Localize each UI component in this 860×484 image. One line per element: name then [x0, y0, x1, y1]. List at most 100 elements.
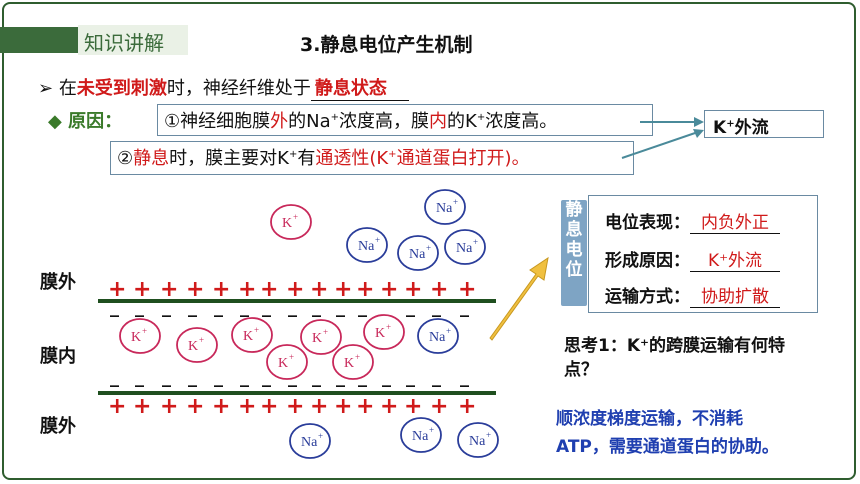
- membrane-bottom: [98, 391, 496, 395]
- na-ion: Na+: [444, 229, 486, 265]
- minus-charge: _: [162, 367, 171, 388]
- svg-text:+: +: [289, 352, 294, 362]
- svg-text:K: K: [278, 356, 288, 371]
- plus-charge: +: [380, 277, 398, 302]
- minus-charge: _: [312, 297, 321, 318]
- r2-e: 有: [297, 148, 316, 169]
- k-ion: K+: [176, 327, 218, 363]
- plus-charge: +: [238, 277, 256, 302]
- panel-label: 电位表现：: [605, 213, 690, 233]
- k-ion: K+: [119, 318, 161, 354]
- minus-charge: _: [188, 367, 197, 388]
- minus-charge: _: [240, 367, 249, 388]
- r2-i: 通道蛋白打开)。: [396, 148, 530, 169]
- minus-charge: _: [135, 297, 144, 318]
- k-ion: K+: [270, 204, 312, 240]
- svg-text:+: +: [386, 322, 391, 332]
- minus-charge: _: [240, 297, 249, 318]
- membrane-top: [98, 299, 496, 303]
- plus-charge: +: [430, 277, 448, 302]
- r1-f: 内: [429, 111, 448, 132]
- resting-potential-sidebar: 静 息 电 位: [561, 200, 587, 306]
- k-efflux-box: K+外流: [704, 110, 824, 138]
- svg-text:+: +: [293, 212, 298, 222]
- r2-f: 通透性: [315, 148, 370, 169]
- yellow-arrow-icon: [489, 256, 549, 341]
- answer-line-1: 顺浓度梯度运输，不消耗: [556, 409, 743, 429]
- minus-charge: _: [288, 297, 297, 318]
- minus-charge: _: [110, 367, 119, 388]
- k-ion: K+: [266, 344, 308, 380]
- plus-charge: +: [133, 277, 151, 302]
- na-ion: Na+: [424, 189, 466, 225]
- minus-charge: _: [406, 297, 415, 318]
- svg-text:+: +: [199, 335, 204, 345]
- sidebar-char: 息: [565, 220, 583, 240]
- na-ion: Na+: [457, 422, 499, 458]
- svg-text:+: +: [318, 431, 323, 441]
- svg-text:Na: Na: [409, 247, 426, 262]
- svg-text:K: K: [188, 339, 198, 354]
- minus-charge: _: [214, 297, 223, 318]
- r1-i: 浓度高。: [485, 111, 558, 132]
- svg-text:+: +: [486, 430, 491, 440]
- svg-text:+: +: [142, 326, 147, 336]
- minus-charge: _: [432, 297, 441, 318]
- svg-text:Na: Na: [358, 239, 375, 254]
- k-ion: K+: [363, 314, 405, 350]
- svg-text:+: +: [446, 326, 451, 336]
- svg-text:K: K: [375, 326, 385, 341]
- k-ion: K+: [332, 344, 374, 380]
- minus-charge: _: [358, 297, 367, 318]
- r2-g: (K: [369, 148, 389, 169]
- plus-charge: +: [286, 394, 304, 419]
- minus-charge: _: [214, 367, 223, 388]
- plus-charge: +: [212, 394, 230, 419]
- plus-charge: +: [212, 277, 230, 302]
- minus-charge: _: [135, 367, 144, 388]
- na-ion: Na+: [289, 423, 331, 459]
- svg-text:+: +: [254, 325, 259, 335]
- panel-label: 运输方式：: [605, 287, 690, 307]
- minus-charge: _: [312, 367, 321, 388]
- r1-h: +: [476, 112, 486, 123]
- plus-charge: +: [310, 277, 328, 302]
- plus-charge: +: [356, 277, 374, 302]
- plus-charge: +: [430, 394, 448, 419]
- panel-label: 形成原因：: [605, 251, 690, 271]
- sidebar-char: 电: [565, 240, 583, 260]
- answer-line-2: ATP，需要通道蛋白的协助。: [556, 437, 779, 457]
- intro-text-1: 在: [58, 78, 77, 99]
- r2-c: 时，膜主要对K: [169, 148, 289, 169]
- slide-title: 3.静息电位产生机制: [300, 34, 473, 56]
- intro-line: ➢ 在未受到刺激时，神经纤维处于静息状态: [38, 74, 409, 101]
- minus-charge: _: [336, 367, 345, 388]
- plus-charge: +: [160, 277, 178, 302]
- plus-charge: +: [404, 394, 422, 419]
- intro-highlight: 未受到刺激: [76, 78, 167, 99]
- section-tag-bg: [78, 25, 188, 55]
- plus-charge: +: [133, 394, 151, 419]
- k-ion: K+: [300, 319, 342, 355]
- svg-text:K: K: [344, 356, 354, 371]
- minus-charge: _: [162, 297, 171, 318]
- panel-answer: 协助扩散: [690, 282, 780, 308]
- r2-d: +: [288, 149, 298, 160]
- svg-text:Na: Na: [429, 330, 446, 345]
- plus-charge: +: [334, 277, 352, 302]
- reason-label-text: 原因：: [68, 111, 123, 132]
- reason-label: ◆ 原因：: [48, 111, 123, 132]
- plus-charge: +: [260, 394, 278, 419]
- svg-text:Na: Na: [436, 201, 453, 216]
- plus-charge: +: [260, 277, 278, 302]
- na-ion: Na+: [417, 318, 459, 354]
- label-inside: 膜内: [40, 346, 76, 367]
- minus-charge: _: [110, 297, 119, 318]
- na-ion: Na+: [346, 227, 388, 263]
- plus-charge: +: [238, 394, 256, 419]
- r2-h: +: [388, 149, 397, 160]
- svg-text:Na: Na: [301, 435, 318, 450]
- sidebar-char: 位: [565, 260, 583, 280]
- svg-text:Na: Na: [456, 241, 473, 256]
